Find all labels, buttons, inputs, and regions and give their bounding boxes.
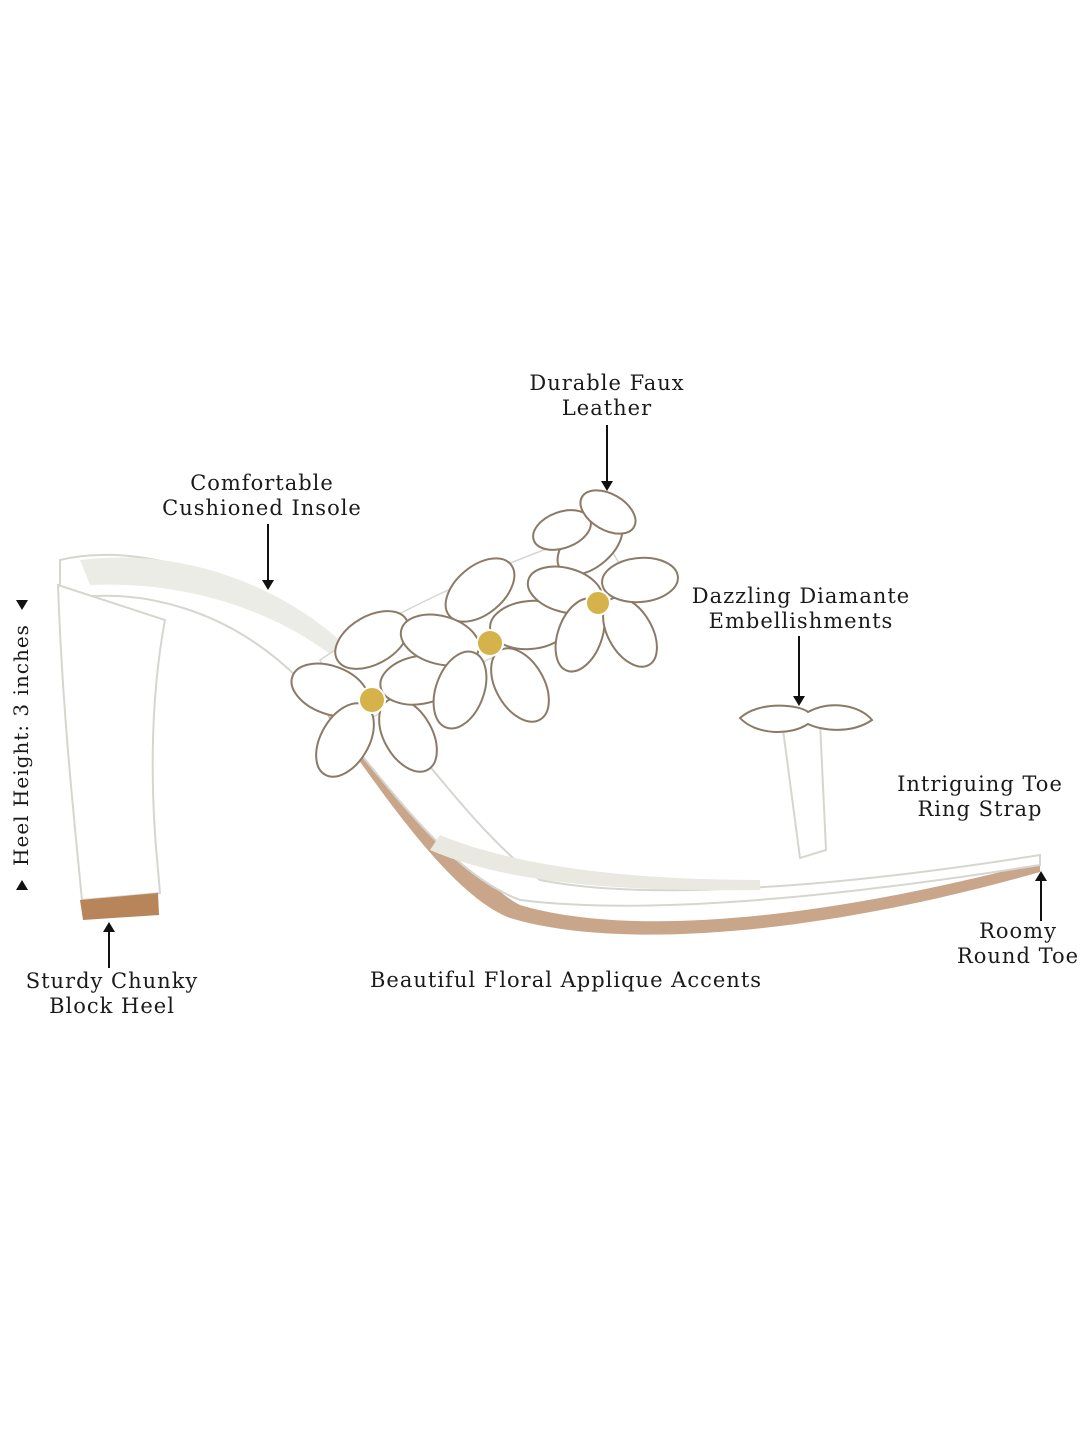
arrow-heel [103,922,115,968]
arrow-diamante [793,636,805,706]
label-toe-ring: Intriguing Toe Ring Strap [897,772,1063,821]
label-toe: Roomy Round Toe [956,919,1080,968]
label-diamante: Dazzling Diamante Embellishments [691,584,911,633]
heel-height-measure: Heel Height: 3 inches [8,600,34,890]
arrow-faux-leather [601,425,613,491]
label-heel: Sturdy Chunky Block Heel [25,969,199,1018]
label-faux-leather: Durable Faux Leather [529,371,685,420]
sandal-insole [80,557,360,680]
flower-4 [532,489,637,551]
heel-height-label: Heel Height: 3 inches [9,624,33,866]
heel-height-arrow-top [16,600,28,610]
label-insole: Comfortable Cushioned Insole [162,471,362,520]
sandal-heel [56,583,167,902]
toe-flower [738,704,874,734]
arrow-toe [1035,871,1047,921]
label-floral: Beautiful Floral Applique Accents [370,968,763,992]
flower-2 [399,557,571,730]
arrow-insole [262,524,274,590]
toe-ring-strap [780,721,828,860]
heel-tip [80,893,159,920]
heel-height-arrow-bottom [16,880,28,890]
